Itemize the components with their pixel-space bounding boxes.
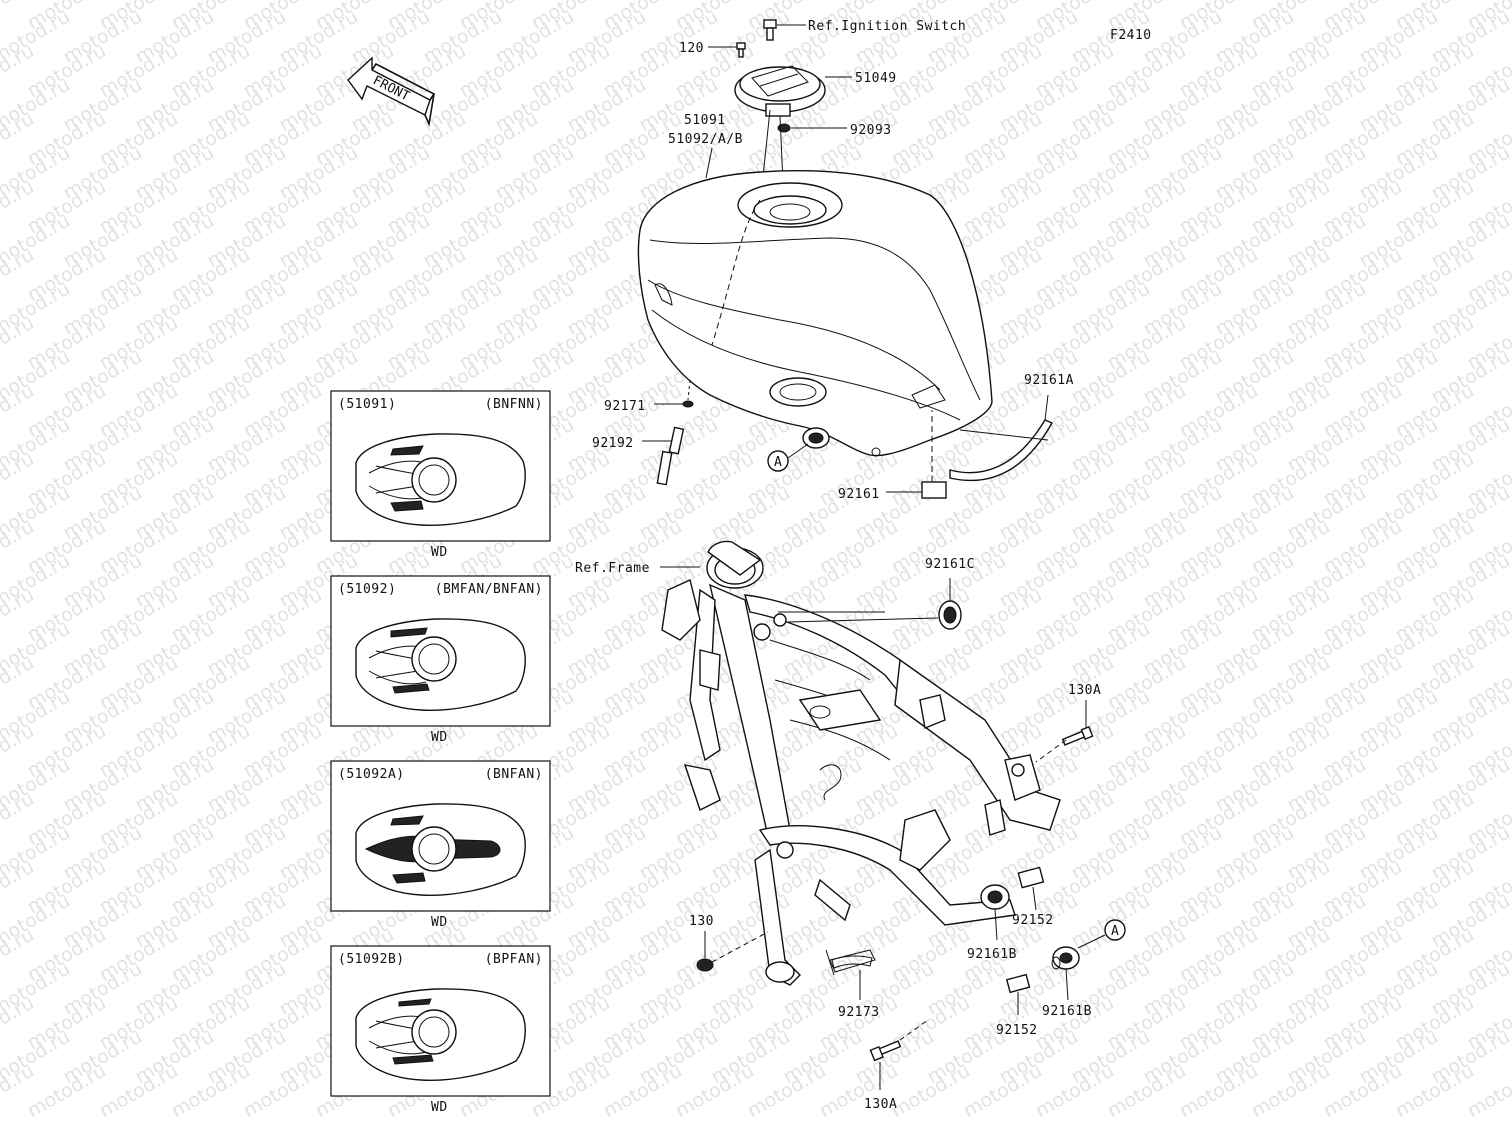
- variant-code: (BNFAN): [485, 767, 543, 782]
- diagram-code: F2410: [1110, 28, 1152, 43]
- label-92152-bottom: 92152: [996, 1023, 1038, 1038]
- ref-a-circle-bottom: [1104, 919, 1126, 941]
- clamp-92173-icon: [825, 949, 873, 976]
- washer-92171-icon: [682, 400, 694, 408]
- label-92152-top: 92152: [1012, 913, 1054, 928]
- label-92192: 92192: [592, 436, 634, 451]
- variant-part-number: (51092B): [338, 952, 405, 967]
- bolt-130a-icon: [1061, 725, 1094, 746]
- variant-part-number: (51092A): [338, 767, 405, 782]
- fuel-cap-icon: [734, 65, 826, 117]
- variant-note: WD: [431, 1100, 448, 1115]
- variant-code: (BNFNN): [485, 397, 543, 412]
- damper-92161b-icon: [980, 884, 1010, 910]
- tank-decal-illustration: [355, 618, 526, 712]
- variant-part-number: (51091): [338, 397, 396, 412]
- tank-decal-illustration: [355, 988, 526, 1082]
- label-51092-a-b: 51092/A/B: [668, 132, 743, 147]
- label-92093: 92093: [850, 123, 892, 138]
- tube-92192-icon: [656, 426, 685, 486]
- label-51091: 51091: [684, 113, 726, 128]
- label-130: 130: [689, 914, 714, 929]
- motorcycle-frame-icon: [661, 540, 1061, 986]
- label-130a-bottom: 130A: [864, 1097, 897, 1112]
- damper-pad-92161-icon: [921, 481, 947, 499]
- bolt-130a-icon: [869, 1040, 902, 1062]
- collar-92152-icon: [1005, 973, 1031, 994]
- label-ref-frame: Ref.Frame: [575, 561, 650, 576]
- variant-box: (51092A) (BNFAN) WD: [330, 760, 551, 930]
- label-92161a: 92161A: [1024, 373, 1074, 388]
- label-120: 120: [679, 41, 704, 56]
- tank-decal-illustration: [355, 803, 526, 897]
- label-51049: 51049: [855, 71, 897, 86]
- screw-92093-icon: [777, 123, 791, 133]
- grommet-92161c-icon: [938, 600, 962, 630]
- variant-note: WD: [431, 545, 448, 560]
- variant-note: WD: [431, 730, 448, 745]
- collar-92152-icon: [1017, 866, 1045, 889]
- fuel-tank-icon: [637, 169, 993, 457]
- label-92161: 92161: [838, 487, 880, 502]
- label-130a-top: 130A: [1068, 683, 1101, 698]
- label-ref-ignition-switch: Ref.Ignition Switch: [808, 19, 966, 34]
- bolt-120-icon: [736, 42, 746, 58]
- variant-part-number: (51092): [338, 582, 396, 597]
- variant-box: (51092B) (BPFAN) WD: [330, 945, 551, 1115]
- bolt-130-icon: [696, 958, 714, 972]
- fuel-tank-group: Ref.Ignition Switch 120 51049 92093 5109…: [592, 19, 1074, 502]
- label-92161b-top: 92161B: [967, 947, 1017, 962]
- tank-decal-illustration: [355, 433, 526, 527]
- ignition-screw-icon: [763, 19, 777, 41]
- label-ref-a-top: A: [774, 455, 782, 470]
- variant-box: (51092) (BMFAN/BNFAN) WD: [330, 575, 551, 745]
- label-92161c: 92161C: [925, 557, 975, 572]
- variant-note: WD: [431, 915, 448, 930]
- variant-code: (BPFAN): [485, 952, 543, 967]
- damper-strip-92161a-icon: [949, 394, 1053, 482]
- label-92171: 92171: [604, 399, 646, 414]
- ref-a-circle-top: [767, 450, 789, 472]
- variant-box: (51091) (BNFNN) WD: [330, 390, 551, 560]
- frame-group: Ref.Frame: [575, 540, 1126, 1112]
- variant-code: (BMFAN/BNFAN): [435, 582, 543, 597]
- damper-92161b-icon: [1051, 946, 1080, 970]
- label-92161b-bottom: 92161B: [1042, 1004, 1092, 1019]
- label-92173: 92173: [838, 1005, 880, 1020]
- label-ref-a-bottom: A: [1111, 924, 1119, 939]
